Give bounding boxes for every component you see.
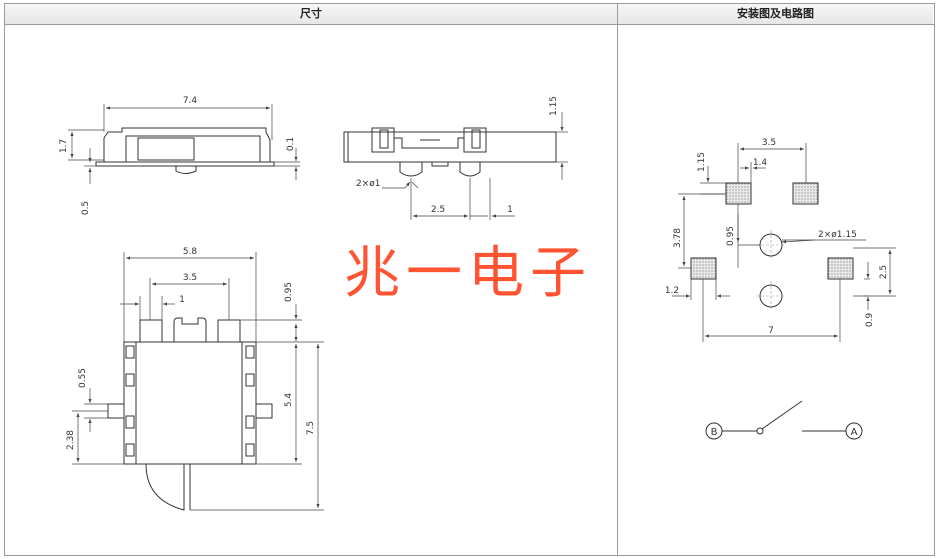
front-view-dims — [382, 112, 568, 220]
pcb-top-off: 1.4 — [753, 158, 768, 168]
dim-plan-total: 7.5 — [306, 421, 316, 435]
header-dimensions: 尺寸 — [5, 4, 617, 25]
pcb-top-pitch: 3.5 — [762, 138, 776, 148]
dim-plan-low: 2.38 — [66, 430, 76, 450]
side-view — [95, 127, 275, 174]
pcb-total-width: 7 — [768, 326, 774, 336]
dim-top-height: 1.7 — [59, 139, 69, 153]
watermark-text: 兆一电子 — [344, 241, 592, 306]
circuit-terminal-b: B — [711, 427, 718, 438]
plan-view-dims — [72, 252, 324, 511]
dim-side-top: 1.15 — [549, 96, 559, 116]
dim-plan-width: 5.8 — [183, 247, 198, 257]
pcb-right-low: 0.9 — [865, 313, 875, 328]
dim-top-below: 0.5 — [81, 201, 91, 215]
pcb-layout — [690, 182, 854, 311]
pcb-pad-width: 1.2 — [665, 286, 679, 296]
pcb-left-height: 3.78 — [673, 228, 683, 248]
side-view-dims — [68, 104, 300, 184]
dim-pin-off: 1 — [507, 205, 513, 215]
circuit-diagram — [705, 400, 863, 440]
dim-top-gap: 0.1 — [286, 137, 296, 151]
dim-pin-dia: 2×ø1 — [356, 179, 381, 189]
circuit-terminal-a: A — [851, 427, 858, 438]
dim-top-width: 7.4 — [183, 96, 198, 106]
front-view — [343, 127, 557, 177]
pcb-right-height: 2.5 — [879, 265, 889, 279]
dim-plan-mid: 5.4 — [284, 393, 294, 408]
dim-plan-off: 1 — [179, 295, 185, 305]
pcb-top-pad: 1.15 — [697, 152, 707, 172]
plan-view — [107, 317, 273, 511]
dim-plan-top: 0.95 — [284, 282, 294, 302]
pcb-hole-off: 0.95 — [726, 226, 736, 246]
header-install-circuit: 安装图及电路图 — [618, 4, 933, 25]
dim-plan-pin: 0.55 — [78, 368, 88, 388]
dim-plan-pitch: 3.5 — [183, 273, 197, 283]
dim-pin-pitch: 2.5 — [431, 205, 445, 215]
pcb-hole-dia: 2×ø1.15 — [818, 230, 857, 240]
pcb-dims — [672, 143, 896, 342]
